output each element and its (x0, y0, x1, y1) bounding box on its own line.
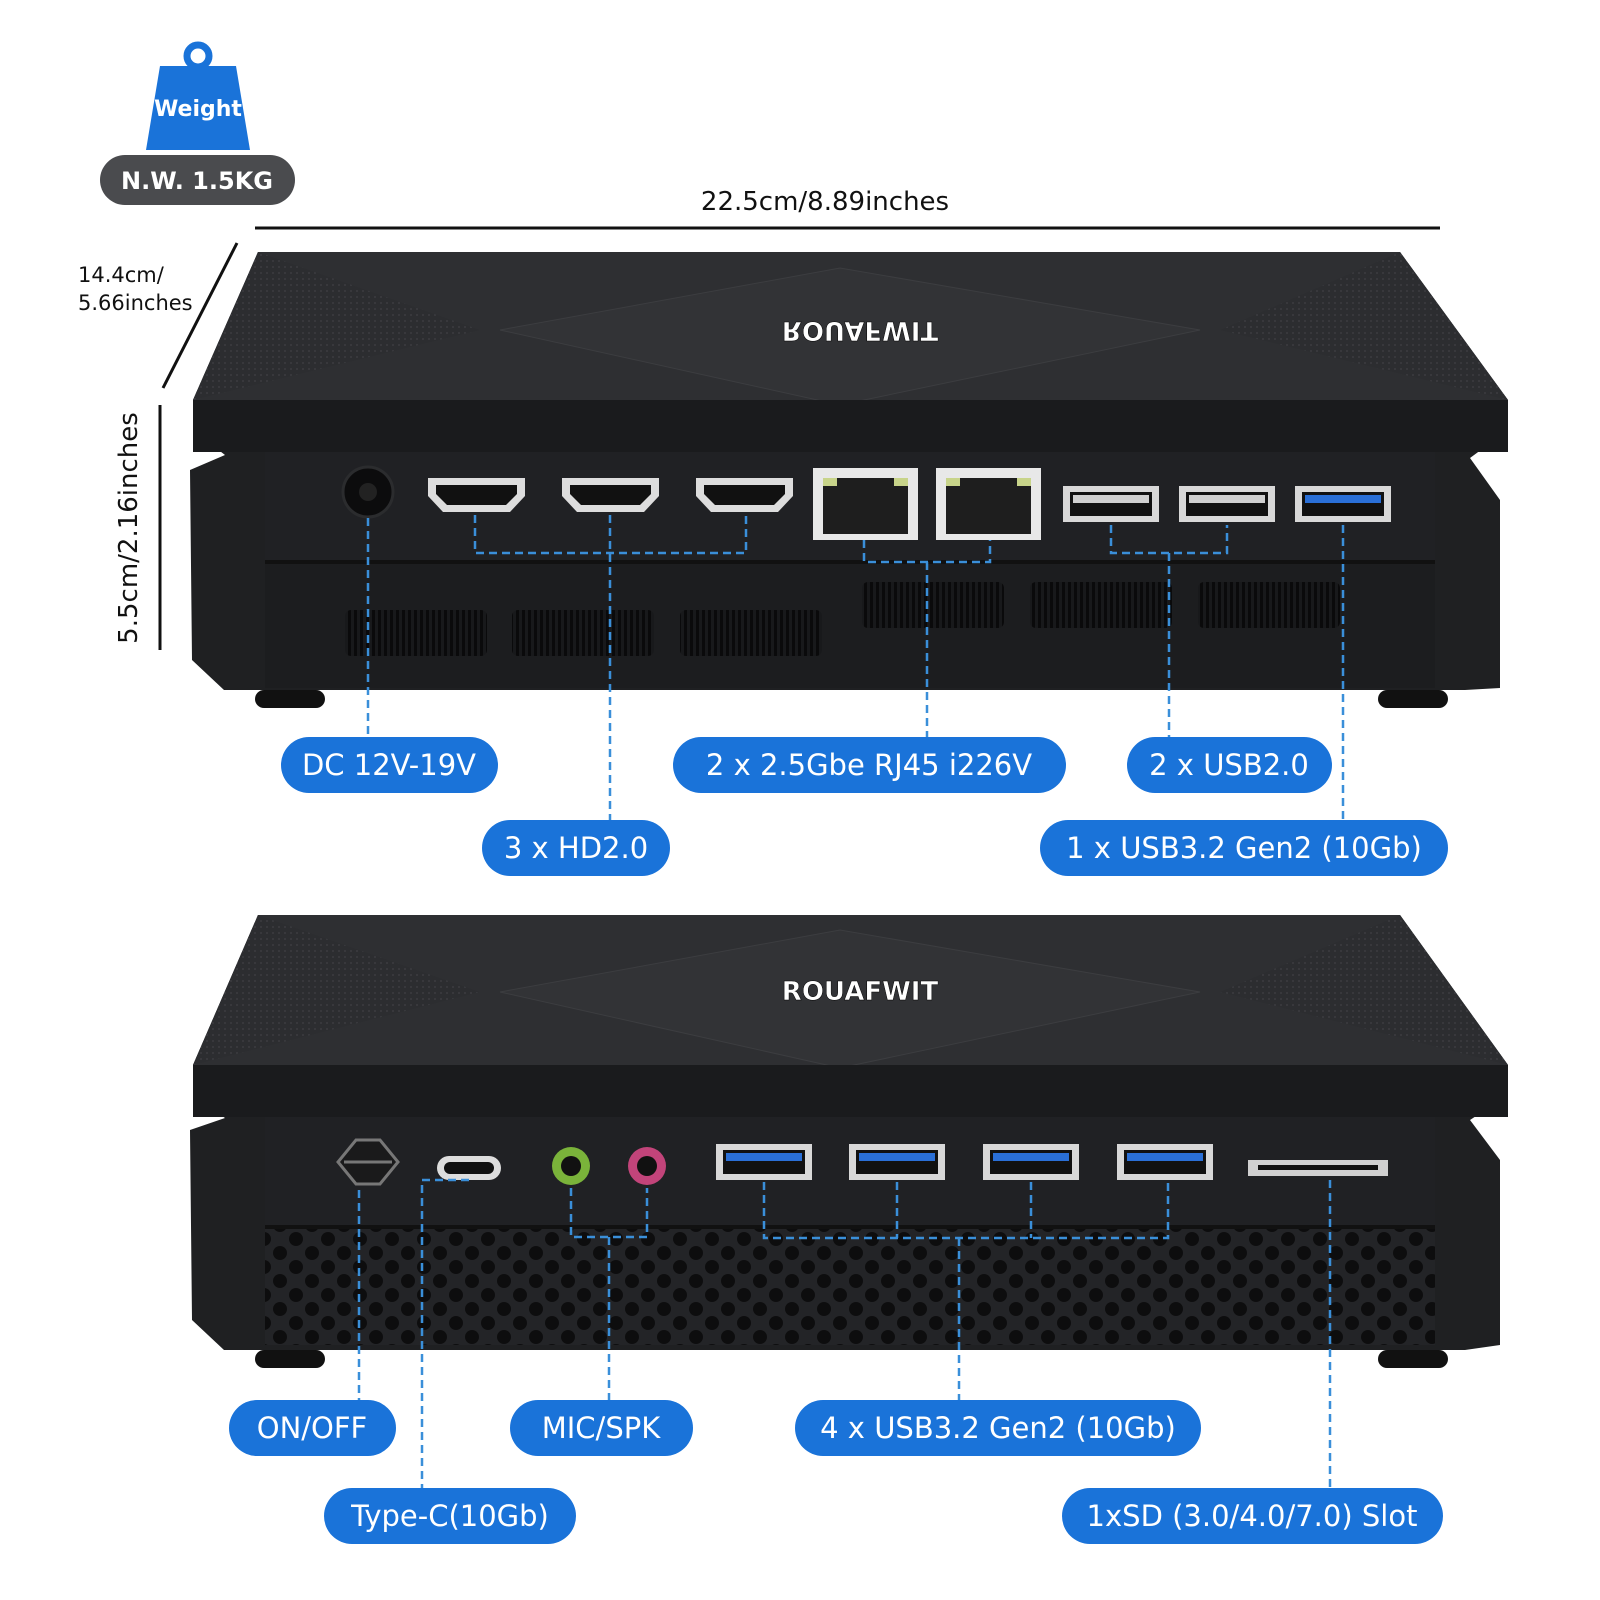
hdmi-port (428, 478, 525, 512)
hdmi-label: 3 x HD2.0 (504, 831, 648, 865)
depth-dimension-line2: 5.66inches (78, 291, 193, 315)
height-dimension: 5.5cm/2.16inches (114, 412, 144, 644)
net-weight: N.W. 1.5KG (121, 167, 273, 195)
front-labels: ON/OFF Type-C(10Gb) MIC/SPK 4 x USB3.2 G… (229, 1400, 1443, 1544)
usb2-label: 2 x USB2.0 (1149, 748, 1309, 782)
rear-labels: DC 12V-19V 3 x HD2.0 2 x 2.5Gbe RJ45 i22… (281, 737, 1448, 876)
rj45-port (813, 468, 918, 540)
usb2-port (1063, 486, 1159, 522)
rj45-label: 2 x 2.5Gbe RJ45 i226V (706, 748, 1032, 782)
brand-logo-mirrored: ROUAFWIT (782, 315, 939, 345)
width-dimension: 22.5cm/8.89inches (701, 187, 949, 217)
weight-icon (146, 41, 250, 150)
power-button (336, 1138, 400, 1186)
weight-icon-label: Weight (154, 97, 242, 122)
rj45-port (936, 468, 1041, 540)
typec-label: Type-C(10Gb) (350, 1499, 549, 1533)
usb32-front-label: 4 x USB3.2 Gen2 (10Gb) (820, 1411, 1176, 1445)
dc-label: DC 12V-19V (302, 748, 476, 782)
brand-logo: ROUAFWIT (782, 977, 939, 1007)
usb2-port (1179, 486, 1275, 522)
depth-line (161, 242, 239, 389)
usb3-port (983, 1144, 1079, 1180)
front-device: ROUAFWIT (190, 915, 1508, 1368)
front-leader-lines (357, 1178, 1332, 1490)
usb32-rear-label: 1 x USB3.2 Gen2 (10Gb) (1066, 831, 1422, 865)
hdmi-port (696, 478, 793, 512)
sd-label: 1xSD (3.0/4.0/7.0) Slot (1087, 1499, 1418, 1533)
typec-port (437, 1156, 501, 1180)
hdmi-port (562, 478, 659, 512)
power-label: ON/OFF (257, 1411, 367, 1445)
audio-label: MIC/SPK (542, 1411, 661, 1445)
depth-dimension-line1: 14.4cm/ (78, 263, 165, 287)
usb3-port (1117, 1144, 1213, 1180)
sd-slot (1248, 1160, 1388, 1176)
weight-badge: Weight N.W. 1.5KG (100, 41, 295, 205)
usb3-port (716, 1144, 812, 1180)
usb3-port (1295, 486, 1391, 522)
rear-device: ROUAFWIT (190, 252, 1508, 708)
usb3-port (849, 1144, 945, 1180)
rear-leader-lines (366, 515, 1345, 820)
